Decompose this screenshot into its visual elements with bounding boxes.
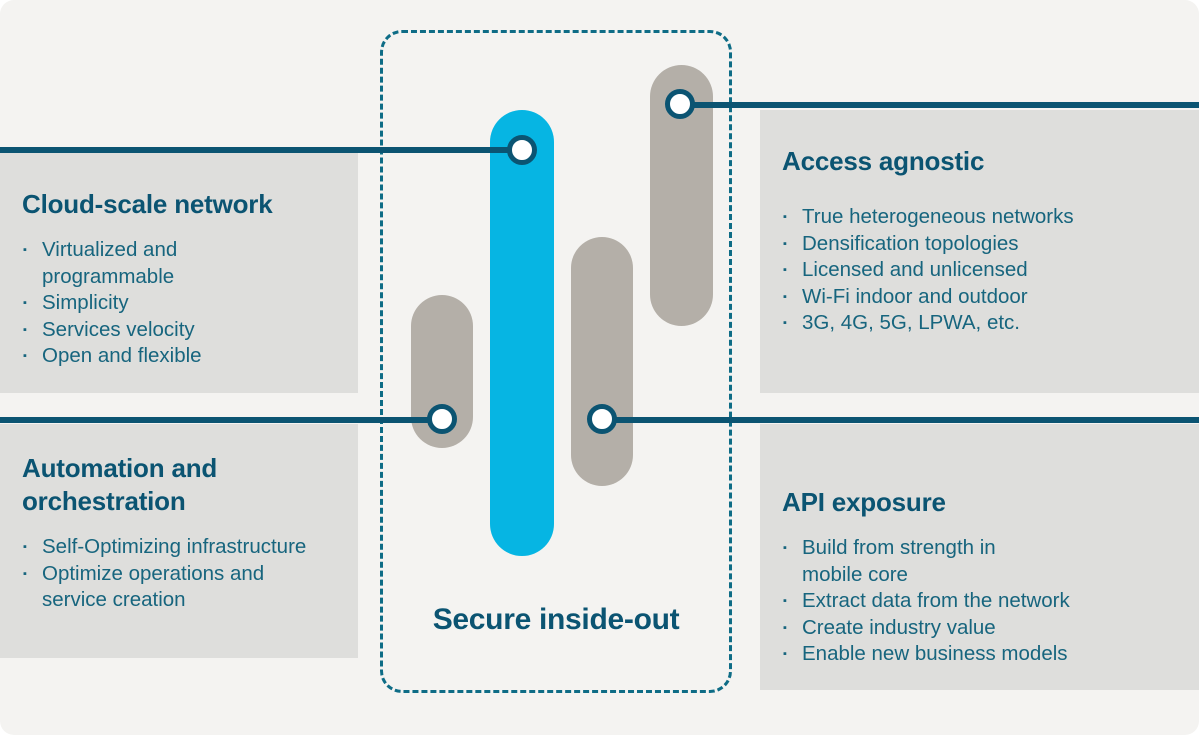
bullet-list-automation-and-orchestration: Self-Optimizing infrastructure Optimize … <box>22 533 352 614</box>
list-item: Extract data from the network <box>782 587 1192 614</box>
list-item: Create industry value <box>782 614 1192 641</box>
list-item: Enable new business models <box>782 640 1192 667</box>
list-item: Wi-Fi indoor and outdoor <box>782 283 1192 310</box>
panel-access-agnostic: Access agnostic True heterogeneous netwo… <box>760 110 1199 393</box>
node-circle-icon-cloud-scale-network <box>507 135 537 165</box>
list-item: Licensed and unlicensed <box>782 256 1192 283</box>
list-item: Open and flexible <box>22 342 342 369</box>
secure-inside-out-container <box>380 30 732 693</box>
list-item: Optimize operations and service creation <box>22 560 352 614</box>
pill-bar-3 <box>571 237 633 486</box>
center-caption-secure-inside-out: Secure inside-out <box>432 603 680 636</box>
list-item: Simplicity <box>22 289 342 316</box>
panel-title-api-exposure: API exposure <box>782 487 946 517</box>
bullet-list-api-exposure: Build from strength in mobile core Extra… <box>782 534 1192 668</box>
connector-line-access-agnostic <box>680 102 1199 108</box>
panel-automation-and-orchestration: Automation and orchestration Self-Optimi… <box>0 424 358 658</box>
panel-cloud-scale-network: Cloud-scale network Virtualized and prog… <box>0 153 358 393</box>
connector-line-api-exposure <box>600 417 1199 423</box>
node-circle-icon-access-agnostic <box>665 89 695 119</box>
pill-bar-2-highlighted <box>490 110 554 556</box>
bullet-list-access-agnostic: True heterogeneous networks Densificatio… <box>782 203 1192 336</box>
list-item: Self-Optimizing infrastructure <box>22 533 352 560</box>
list-item: Densification topologies <box>782 230 1192 257</box>
connector-line-automation-orchestration <box>0 417 443 423</box>
list-item: Services velocity <box>22 316 342 343</box>
node-circle-icon-automation-orchestration <box>427 404 457 434</box>
list-item: Build from strength in mobile core <box>782 534 1192 588</box>
list-item: 3G, 4G, 5G, LPWA, etc. <box>782 309 1192 336</box>
panel-api-exposure: API exposure Build from strength in mobi… <box>760 424 1199 690</box>
panel-title-cloud-scale-network: Cloud-scale network <box>22 189 273 219</box>
list-item: True heterogeneous networks <box>782 203 1192 230</box>
list-item: Virtualized and programmable <box>22 236 342 290</box>
bullet-list-cloud-scale-network: Virtualized and programmable Simplicity … <box>22 236 342 370</box>
panel-title-automation-and-orchestration: Automation and orchestration <box>22 453 218 516</box>
connector-line-cloud-scale-network <box>0 147 525 153</box>
node-circle-icon-api-exposure <box>587 404 617 434</box>
panel-title-access-agnostic: Access agnostic <box>782 146 985 176</box>
